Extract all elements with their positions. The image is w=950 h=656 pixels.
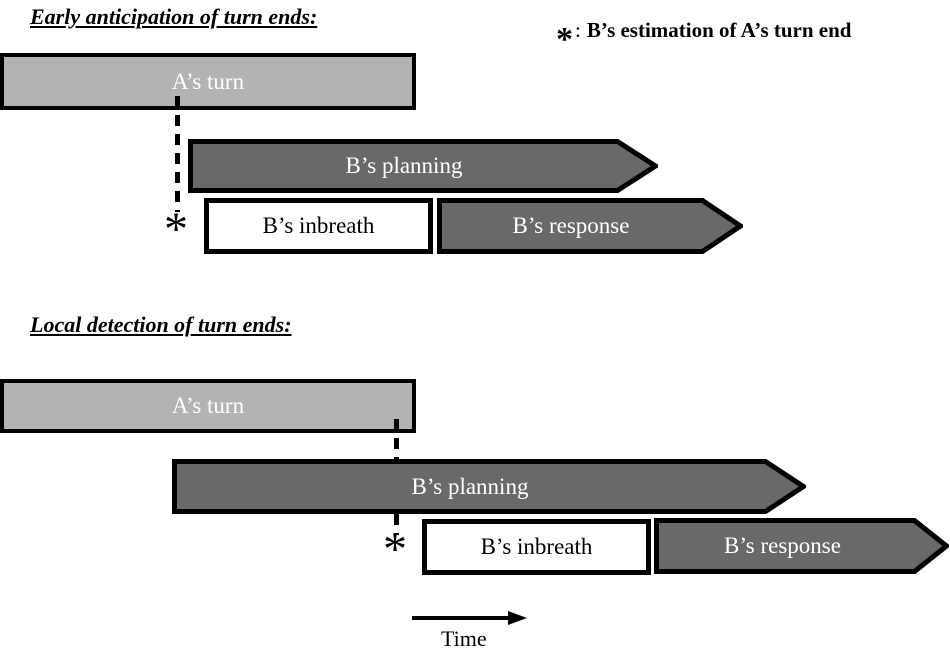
- early-b-planning-arrow: B’s planning: [188, 139, 658, 193]
- local-estimation-asterisk-icon: *: [383, 523, 407, 576]
- early-b-response-label: B’s response: [512, 213, 630, 238]
- legend-colon: :: [575, 18, 581, 42]
- arrow-shape: [188, 139, 658, 193]
- time-arrow-icon: [412, 611, 527, 625]
- local-b-planning-label: B’s planning: [411, 473, 529, 499]
- legend-text: B’s estimation of A’s turn end: [586, 18, 852, 42]
- arrow-shape: [654, 518, 949, 574]
- local-b-inbreath-bar: B’s inbreath: [422, 519, 651, 575]
- time-axis-label: Time: [441, 626, 487, 651]
- panel-local-title: Local detection of turn ends:: [30, 312, 292, 337]
- early-estimation-asterisk-icon: *: [164, 203, 188, 256]
- early-b-planning-label: B’s planning: [345, 153, 463, 178]
- early-b-inbreath-label: B’s inbreath: [262, 213, 375, 238]
- local-b-inbreath-label: B’s inbreath: [480, 534, 593, 559]
- local-b-response-arrow: B’s response: [654, 518, 949, 574]
- local-b-response-label: B’s response: [724, 533, 841, 558]
- local-b-planning-arrow: B’s planning: [172, 459, 806, 514]
- early-b-inbreath-bar: B’s inbreath: [204, 198, 433, 254]
- local-a-turn-bar: A’s turn: [0, 379, 416, 433]
- arrow-shape: [172, 459, 806, 514]
- arrow-shape: [437, 198, 743, 254]
- legend: *:B’s estimation of A’s turn end: [556, 18, 852, 58]
- early-turn-end-dashed-line: [175, 96, 180, 212]
- early-a-turn-bar: A’s turn: [0, 53, 416, 110]
- early-a-turn-label: A’s turn: [171, 68, 245, 94]
- panel-early-title: Early anticipation of turn ends:: [30, 4, 318, 29]
- early-b-response-arrow: B’s response: [437, 198, 743, 254]
- local-a-turn-label: A’s turn: [171, 393, 245, 418]
